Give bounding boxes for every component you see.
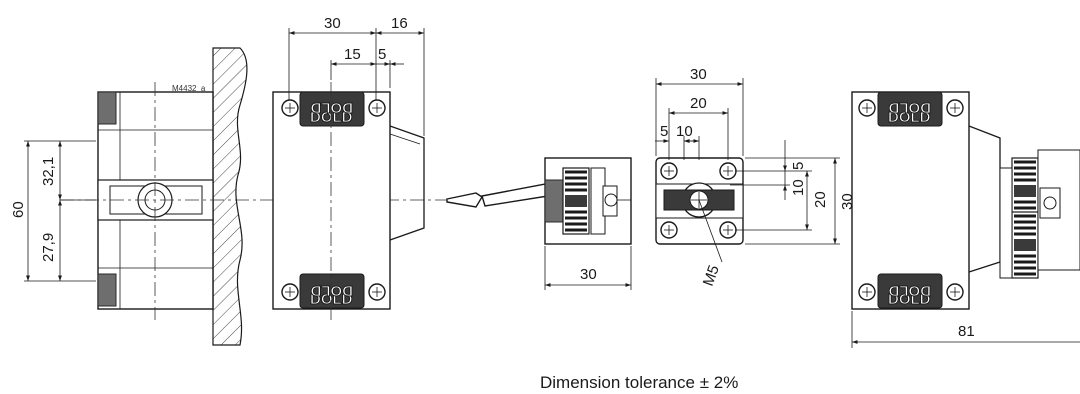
dim-tf-30: 30 xyxy=(690,66,707,83)
side-view: M4432_a 60 32,1 27,9 xyxy=(10,47,455,346)
brand-logo-assembled-bottom: DOLD xyxy=(888,291,931,308)
dim-tf-10: 10 xyxy=(676,123,693,140)
dim-terminal-width: 30 xyxy=(580,266,597,283)
brand-logo-top-mirror: DOLD xyxy=(310,99,353,116)
sensor-body-front xyxy=(272,91,391,310)
dim-front-hole-15: 15 xyxy=(344,46,361,63)
thread-label-m5: M5 xyxy=(700,263,723,288)
mounting-wall xyxy=(212,47,248,346)
brand-logo-assembled-bottom-mirror: DOLD xyxy=(888,282,931,299)
dim-total-height: 60 xyxy=(10,201,27,218)
brand-logo-bottom-mirror: DOLD xyxy=(310,282,353,299)
brand-logo-assembled-top: DOLD xyxy=(888,109,931,126)
dim-upper-height: 32,1 xyxy=(40,157,57,186)
sensor-body-assembled xyxy=(851,91,970,310)
terminal-side-view: 30 xyxy=(446,157,632,290)
screwdriver xyxy=(446,192,483,208)
dim-front-offset: 16 xyxy=(391,15,408,32)
dim-assembled-width: 81 xyxy=(958,323,975,340)
dim-tf-v-10: 10 xyxy=(790,179,807,196)
dim-tf-5: 5 xyxy=(660,123,668,140)
terminal-front-view: M5 30 20 5 10 30 20 10 5 xyxy=(655,66,856,288)
dim-tf-20: 20 xyxy=(690,95,707,112)
dim-front-width: 30 xyxy=(324,15,341,32)
drawing-id-label: M4432_a xyxy=(172,84,206,93)
assembled-view: DOLD DOLD DOLD DOLD 81 xyxy=(851,91,1080,348)
dim-tf-v-5: 5 xyxy=(790,162,807,170)
brand-logo-assembled-top-mirror: DOLD xyxy=(888,99,931,116)
caption-tolerance: Dimension tolerance ± 2% xyxy=(540,373,738,392)
dim-lower-height: 27,9 xyxy=(40,233,57,262)
brand-logo-bottom: DOLD xyxy=(310,291,353,308)
dim-tf-v-20: 20 xyxy=(812,191,829,208)
front-view: DOLD DOLD DOLD DOLD 30 16 15 5 xyxy=(272,15,425,320)
dim-front-hole-5: 5 xyxy=(378,46,386,63)
